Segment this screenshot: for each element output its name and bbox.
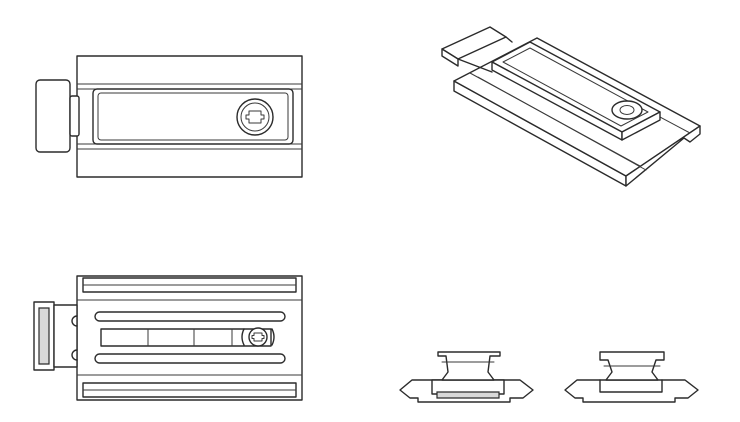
- bottom-view-notch-upper: [72, 316, 77, 326]
- top-view-screw-socket: [246, 111, 264, 123]
- iso-screw-head: [612, 101, 642, 119]
- iso-slider-inner: [503, 48, 648, 126]
- top-view-slider-inner: [98, 93, 288, 140]
- top-view-screw-rim: [241, 103, 269, 131]
- iso-end-cap-side: [442, 49, 458, 66]
- iso-base-front: [626, 126, 700, 186]
- top-view-screw-head: [237, 99, 273, 135]
- end-views: [400, 352, 698, 402]
- end-view-right-channel: [600, 380, 662, 392]
- end-view-left: [400, 352, 533, 402]
- bottom-view: [34, 276, 302, 400]
- end-view-left-head: [438, 352, 500, 380]
- isometric-view: [442, 27, 700, 186]
- bottom-view-slot-upper: [95, 312, 285, 321]
- top-view-end-cap: [36, 80, 70, 152]
- iso-rail-line-2: [478, 77, 646, 170]
- bottom-view-screw-socket: [252, 333, 264, 341]
- end-view-right-base: [565, 380, 698, 402]
- bottom-view-screw-arc: [242, 329, 274, 345]
- bottom-view-slot-lower: [95, 354, 285, 363]
- iso-end-cap-stem: [458, 37, 512, 72]
- bottom-view-screw: [249, 328, 267, 346]
- bottom-view-end-cap-inner: [39, 308, 49, 364]
- bottom-view-channel: [101, 329, 271, 346]
- iso-slider-front: [622, 112, 660, 140]
- end-view-right: [565, 352, 698, 402]
- iso-screw-socket: [620, 106, 634, 115]
- top-view-end-stem: [70, 96, 79, 136]
- bottom-view-notch-lower: [72, 350, 77, 360]
- bottom-view-end-stem: [54, 305, 77, 367]
- top-view: [36, 56, 302, 177]
- end-view-left-slider-inner: [437, 392, 499, 398]
